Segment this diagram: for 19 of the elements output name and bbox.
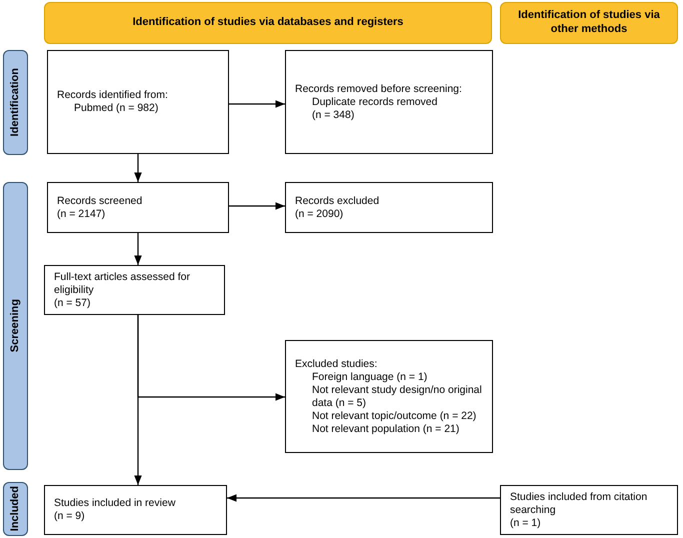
process-box: Records excluded (n = 2090) [285, 182, 493, 233]
stage-band: Identification [3, 50, 28, 155]
arrow [134, 154, 142, 182]
arrow [229, 100, 285, 108]
process-box: Records screened (n = 2147) [47, 182, 229, 233]
stage-band: Included [3, 482, 28, 536]
process-box: Full-text articles assessed for eligibility (n = 57) [44, 265, 225, 315]
arrow [137, 315, 285, 401]
process-box: Records removed before screening: Duplicate records removed (n = 348) [285, 50, 493, 154]
arrow [227, 494, 500, 502]
process-box: Excluded studies: Foreign language (n = 1) Not relevant study design/no original data (n = 5) Not relevant topic/outcome (n = 22) Not relevant population (n = 21) [285, 340, 493, 453]
process-box: Studies included from citation searching (n = 1) [500, 485, 678, 535]
process-box: Studies included in review (n = 9) [44, 485, 227, 535]
arrow [134, 233, 142, 265]
header-banner: Identification of studies via other methods [500, 2, 678, 44]
header-banner: Identification of studies via databases and registers [44, 2, 492, 44]
process-box: Records identified from: Pubmed (n = 982) [47, 50, 229, 154]
arrow [229, 202, 285, 210]
stage-band: Screening [3, 182, 28, 470]
